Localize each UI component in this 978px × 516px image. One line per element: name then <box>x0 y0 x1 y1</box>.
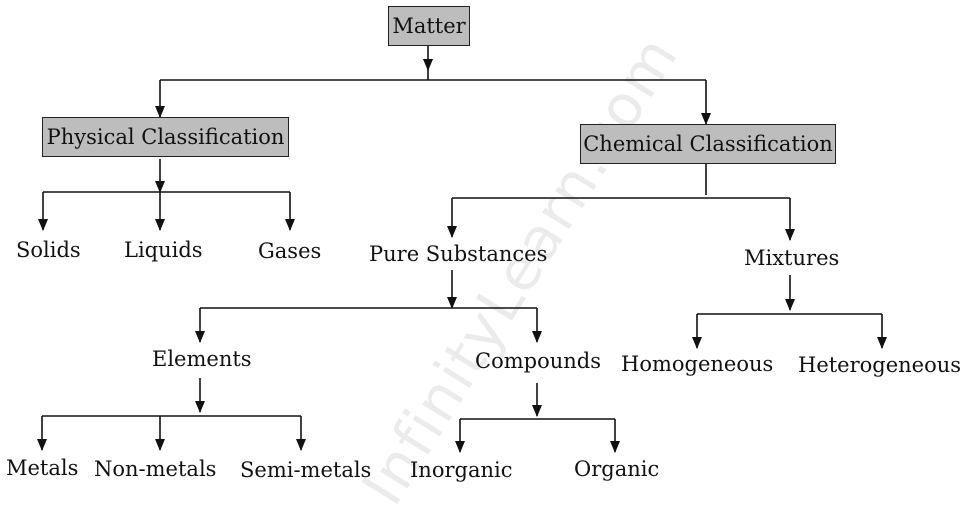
heterogeneous-node: Heterogeneous <box>798 353 962 377</box>
metals-node: Metals <box>6 456 79 480</box>
solids-node: Solids <box>16 238 81 262</box>
physical-classification-node: Physical Classification <box>42 117 289 157</box>
liquids-node: Liquids <box>124 238 203 262</box>
matter-node: Matter <box>388 6 470 46</box>
physical-classification-label: Physical Classification <box>46 125 285 149</box>
chemical-classification-node: Chemical Classification <box>580 124 836 164</box>
homogeneous-node: Homogeneous <box>621 352 774 376</box>
matter-label: Matter <box>392 14 466 38</box>
chemical-classification-label: Chemical Classification <box>583 132 833 156</box>
pure-substances-node: Pure Substances <box>369 242 548 266</box>
organic-node: Organic <box>574 457 660 481</box>
elements-node: Elements <box>152 347 252 371</box>
connector-lines <box>37 46 887 453</box>
semi-metals-node: Semi-metals <box>240 458 372 482</box>
gases-node: Gases <box>258 239 322 263</box>
compounds-node: Compounds <box>475 349 601 373</box>
mixtures-node: Mixtures <box>744 246 840 270</box>
inorganic-node: Inorganic <box>410 458 513 482</box>
non-metals-node: Non-metals <box>94 457 217 481</box>
